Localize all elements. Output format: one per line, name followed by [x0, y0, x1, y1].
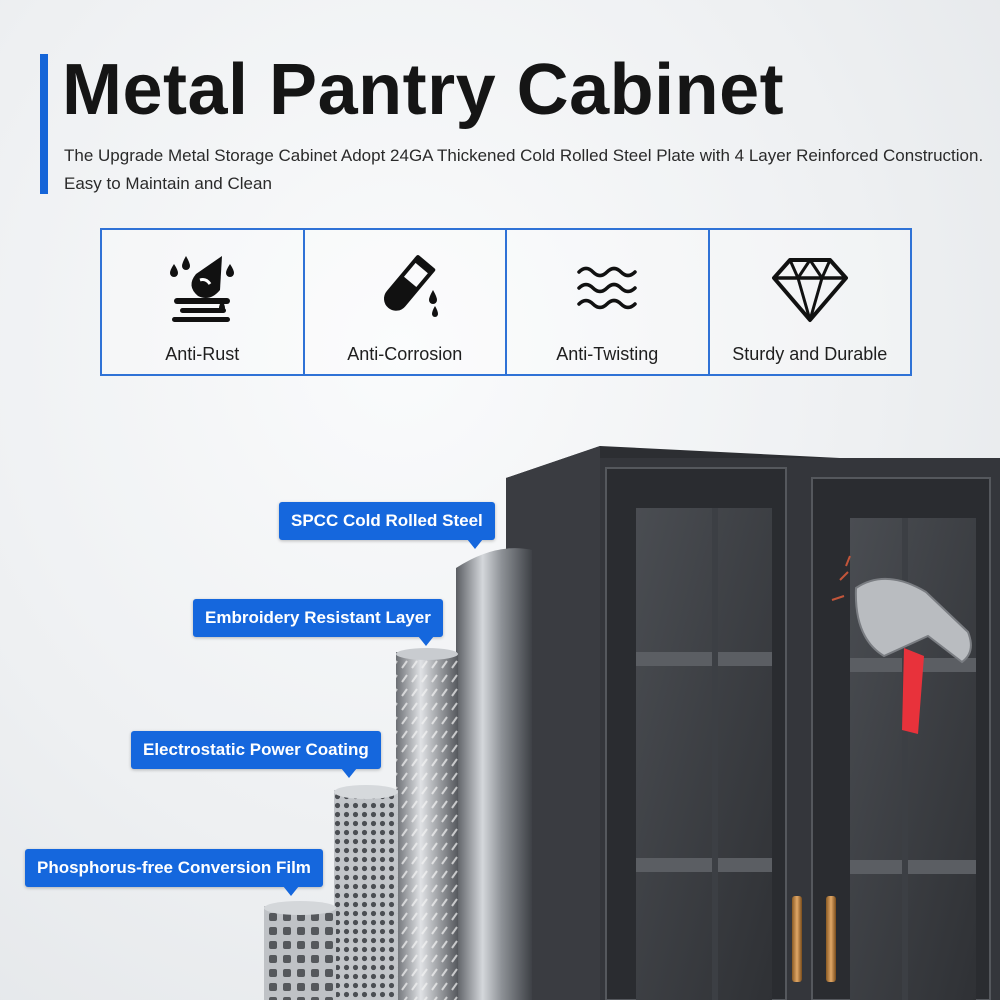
layer-tag-embroidery: Embroidery Resistant Layer — [193, 599, 443, 646]
layer-tag-phosphorus: Phosphorus-free Conversion Film — [25, 849, 323, 896]
layer-tag-label: Electrostatic Power Coating — [143, 740, 369, 759]
layer-samples — [264, 548, 532, 1000]
layer-tag-spcc: SPCC Cold Rolled Steel — [279, 502, 495, 549]
page-subtitle: The Upgrade Metal Storage Cabinet Adopt … — [64, 146, 984, 193]
layer-tag-label: SPCC Cold Rolled Steel — [291, 511, 483, 530]
feature-label: Anti-Rust — [165, 344, 240, 364]
page-title: Metal Pantry Cabinet — [62, 50, 785, 130]
title-accent-bar — [40, 54, 48, 194]
cabinet-image — [506, 446, 1000, 1000]
diamond-icon — [768, 246, 852, 330]
feature-label: Anti-Corrosion — [347, 344, 463, 364]
feature-sturdy-durable: Sturdy and Durable — [710, 230, 911, 374]
waves-icon — [565, 246, 649, 330]
hammer-image — [831, 555, 972, 734]
water-drop-rust-icon — [160, 246, 244, 330]
layer-tag-electrostatic: Electrostatic Power Coating — [131, 731, 381, 778]
feature-label: Sturdy and Durable — [732, 344, 888, 364]
feature-anti-corrosion: Anti-Corrosion — [305, 230, 507, 374]
feature-anti-rust: Anti-Rust — [102, 230, 305, 374]
layer-tag-label: Phosphorus-free Conversion Film — [37, 858, 311, 877]
test-tube-icon — [363, 246, 447, 330]
feature-grid: Anti-Rust Anti-Corrosion Anti-Twisti — [100, 228, 912, 376]
layer-tag-label: Embroidery Resistant Layer — [205, 608, 431, 627]
feature-anti-twisting: Anti-Twisting — [507, 230, 710, 374]
feature-label: Anti-Twisting — [556, 344, 659, 364]
